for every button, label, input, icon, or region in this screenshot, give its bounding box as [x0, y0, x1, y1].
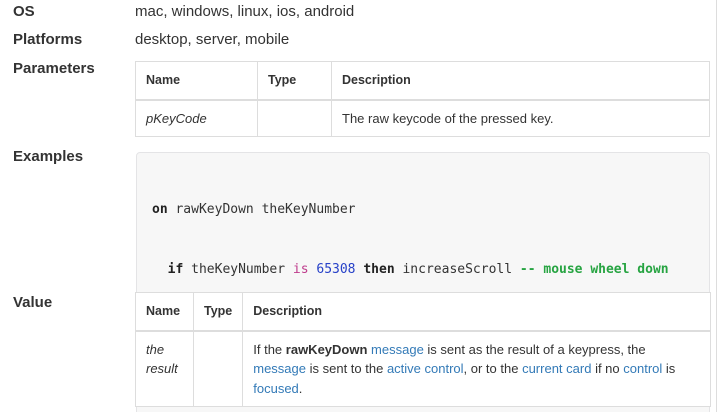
- value-table-row: the result If the rawKeyDown message is …: [135, 330, 711, 408]
- text-token: rawKeyDown: [285, 341, 368, 357]
- examples-label: Examples: [13, 148, 84, 165]
- text-token: 65308: [316, 262, 356, 277]
- text-token: then: [363, 262, 395, 277]
- page-right-divider: [716, 0, 717, 412]
- inline-link[interactable]: active control: [386, 361, 464, 377]
- parameters-header-type: Type: [257, 60, 332, 101]
- parameters-table: Name Type Description pKeyCode The raw k…: [135, 60, 710, 138]
- text-token: is: [662, 361, 676, 377]
- inline-link[interactable]: message: [253, 361, 306, 377]
- os-label: OS: [13, 3, 35, 20]
- value-header-name: Name: [135, 291, 194, 332]
- platforms-label: Platforms: [13, 31, 83, 48]
- text-token: -- mouse wheel down: [519, 262, 669, 277]
- text-token: If the: [253, 341, 286, 357]
- parameter-type-cell: [257, 99, 332, 138]
- value-type-cell: [192, 330, 244, 408]
- text-token: , or to the: [463, 361, 523, 377]
- parameters-label: Parameters: [13, 60, 95, 77]
- inline-link[interactable]: message: [371, 341, 424, 357]
- value-description-cell: If the rawKeyDown message is sent as the…: [242, 330, 711, 408]
- inline-link[interactable]: control: [623, 361, 663, 377]
- text-token: theKeyNumber: [183, 262, 293, 277]
- value-header-type: Type: [192, 291, 244, 332]
- text-token: rawKeyDown theKeyNumber: [167, 202, 356, 217]
- text-token: is sent to the: [306, 361, 387, 377]
- code-line: if theKeyNumber is 65308 then increaseSc…: [152, 260, 694, 280]
- inline-link[interactable]: current card: [522, 361, 592, 377]
- platforms-value: desktop, server, mobile: [135, 31, 290, 48]
- inline-link[interactable]: focused: [253, 380, 299, 396]
- text-token: [152, 262, 168, 277]
- text-token: is sent as the result of a keypress, the: [423, 341, 646, 357]
- parameter-name-cell: pKeyCode: [135, 99, 258, 138]
- text-token: is: [292, 262, 309, 277]
- parameters-table-header-row: Name Type Description: [135, 60, 710, 101]
- parameters-header-name: Name: [135, 60, 258, 101]
- code-line: on rawKeyDown theKeyNumber: [152, 200, 694, 220]
- os-value: mac, windows, linux, ios, android: [135, 3, 355, 20]
- value-table: Name Type Description the result If the …: [135, 291, 711, 408]
- text-token: increaseScroll: [394, 262, 520, 277]
- parameter-description-cell: The raw keycode of the pressed key.: [331, 99, 710, 138]
- text-token: if: [167, 262, 184, 277]
- value-table-header-row: Name Type Description: [135, 291, 711, 332]
- text-token: if no: [591, 361, 624, 377]
- text-token: on: [152, 202, 168, 217]
- value-label: Value: [13, 294, 53, 311]
- value-name-cell: the result: [135, 330, 194, 408]
- parameters-table-row: pKeyCode The raw keycode of the pressed …: [135, 99, 710, 138]
- text-token: .: [298, 380, 303, 396]
- value-header-description: Description: [242, 291, 711, 332]
- parameters-header-description: Description: [331, 60, 710, 101]
